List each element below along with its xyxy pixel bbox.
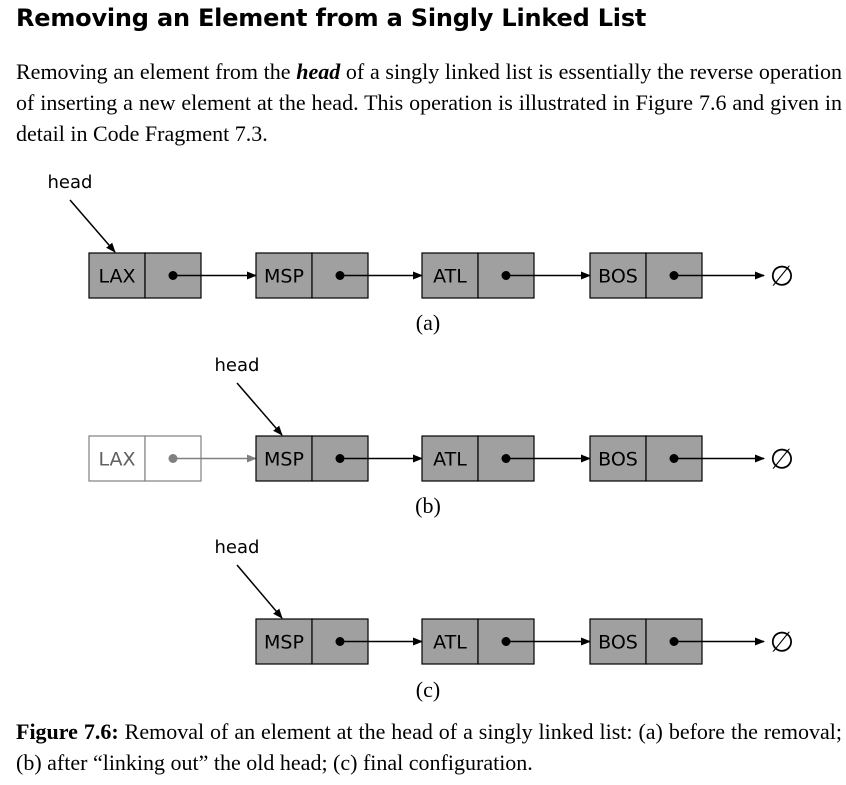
paragraph-text-after: of a singly linked list is essentially t… <box>16 59 842 146</box>
node-lax-label: LAX <box>98 449 135 471</box>
section-title: Removing an Element from a Singly Linked… <box>16 4 647 32</box>
node-atl-label: ATL <box>433 266 467 288</box>
node-atl-value-box <box>421 435 479 482</box>
head-label: head <box>48 172 93 193</box>
body-paragraph: Removing an element from the head of a s… <box>16 56 842 149</box>
null-symbol: ∅ <box>770 443 794 476</box>
caption-text: Removal of an element at the head of a s… <box>16 719 842 775</box>
node-msp-label: MSP <box>264 266 304 288</box>
node-bos-value-box <box>589 618 647 665</box>
node-msp-label: MSP <box>264 632 304 654</box>
null-symbol: ∅ <box>770 626 794 659</box>
node-msp-label: MSP <box>264 449 304 471</box>
head-pointer-arrow <box>236 564 283 619</box>
head-label: head <box>215 355 260 376</box>
head-label: head <box>215 537 260 558</box>
node-lax-label: LAX <box>98 266 135 288</box>
null-symbol: ∅ <box>770 260 794 293</box>
node-atl-label: ATL <box>433 632 467 654</box>
node-lax-value-box <box>88 435 146 482</box>
subfigure-label-c: (c) <box>416 677 440 702</box>
linked-list-figure: LAX MSP ATL BOS ∅ head (a) LAX MSP ATL BOS ∅ head (b)… <box>48 172 795 702</box>
paragraph-emphasis: head <box>296 59 341 84</box>
node-msp-value-box <box>255 252 313 299</box>
paragraph-text-before: Removing an element from the <box>16 59 297 84</box>
node-msp-value-box <box>255 435 313 482</box>
node-bos-label: BOS <box>598 449 638 471</box>
node-atl-label: ATL <box>433 449 467 471</box>
caption-label: Figure 7.6: <box>16 719 119 744</box>
node-atl-value-box <box>421 252 479 299</box>
node-bos-label: BOS <box>598 632 638 654</box>
node-bos-label: BOS <box>598 266 638 288</box>
subfigure-label-a: (a) <box>416 310 440 335</box>
head-pointer-arrow <box>236 382 283 436</box>
node-bos-value-box <box>589 252 647 299</box>
node-msp-value-box <box>255 618 313 665</box>
figure-caption: Figure 7.6: Removal of an element at the… <box>16 716 842 778</box>
subfigure-label-b: (b) <box>415 493 441 518</box>
head-pointer-arrow <box>69 199 116 253</box>
node-bos-value-box <box>589 435 647 482</box>
